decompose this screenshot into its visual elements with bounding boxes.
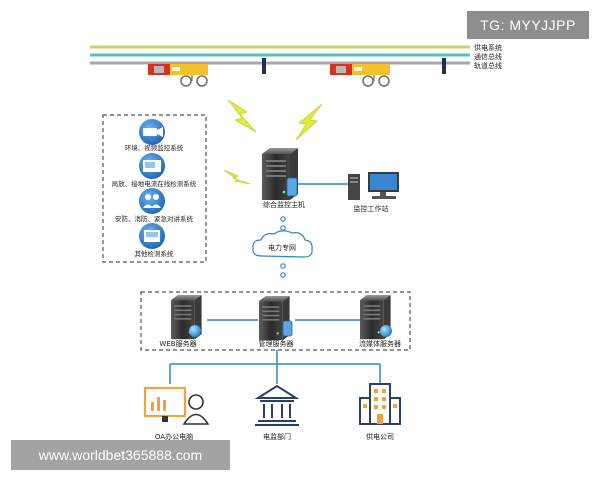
- server-label: 管理服务器: [259, 339, 294, 348]
- lightning-icon-2: [295, 103, 323, 141]
- endpoint-label: 供电公司: [366, 432, 394, 441]
- server-label: 流媒体服务器: [359, 339, 401, 348]
- rail-support-2: [442, 58, 446, 74]
- lightning-icon-1: [227, 99, 257, 133]
- server-label: WEB服务器: [159, 339, 196, 348]
- network-label: 电力专网: [268, 243, 296, 252]
- government-building-icon: [254, 384, 300, 426]
- monitor-system-label: 其他检测系统: [135, 249, 175, 258]
- watermark-top-badge: TG: MYYJJPP: [467, 11, 589, 39]
- rail-support-1: [262, 58, 266, 74]
- power-line-label: 供电系统: [474, 43, 502, 52]
- server-group: [140, 291, 411, 351]
- rail-line-label: 轨道总线: [474, 61, 502, 70]
- network-cloud-icon: [252, 230, 313, 258]
- monitor-system-label: 局放、接地电流在线检测系统: [112, 179, 197, 188]
- distribution-links: [169, 350, 381, 384]
- endpoint-label: 电监部门: [263, 432, 291, 441]
- main-host-label: 综合监控主机: [263, 200, 305, 209]
- people-icon: [139, 188, 165, 214]
- inspection-robot-1: [147, 63, 209, 87]
- office-building-icon: [359, 383, 401, 425]
- host-network-link: [280, 216, 286, 278]
- monitor-system-label: 安防、消防、紧急对讲系统: [115, 214, 194, 223]
- lightning-icon-3: [223, 169, 251, 185]
- endpoint-label: OA办公电脑: [155, 432, 193, 441]
- workstation-label: 监控工作站: [354, 204, 389, 213]
- inspection-robot-2: [329, 63, 391, 87]
- comm-line-label: 通信总线: [474, 52, 502, 61]
- watermark-url-banner: www.worldbet365888.com: [11, 440, 230, 470]
- workstation-icon: [348, 172, 399, 200]
- oa-computer-icon: [143, 386, 210, 425]
- monitor-systems-group: [102, 114, 207, 263]
- monitor-system-label: 环境、视频监控系统: [125, 143, 184, 152]
